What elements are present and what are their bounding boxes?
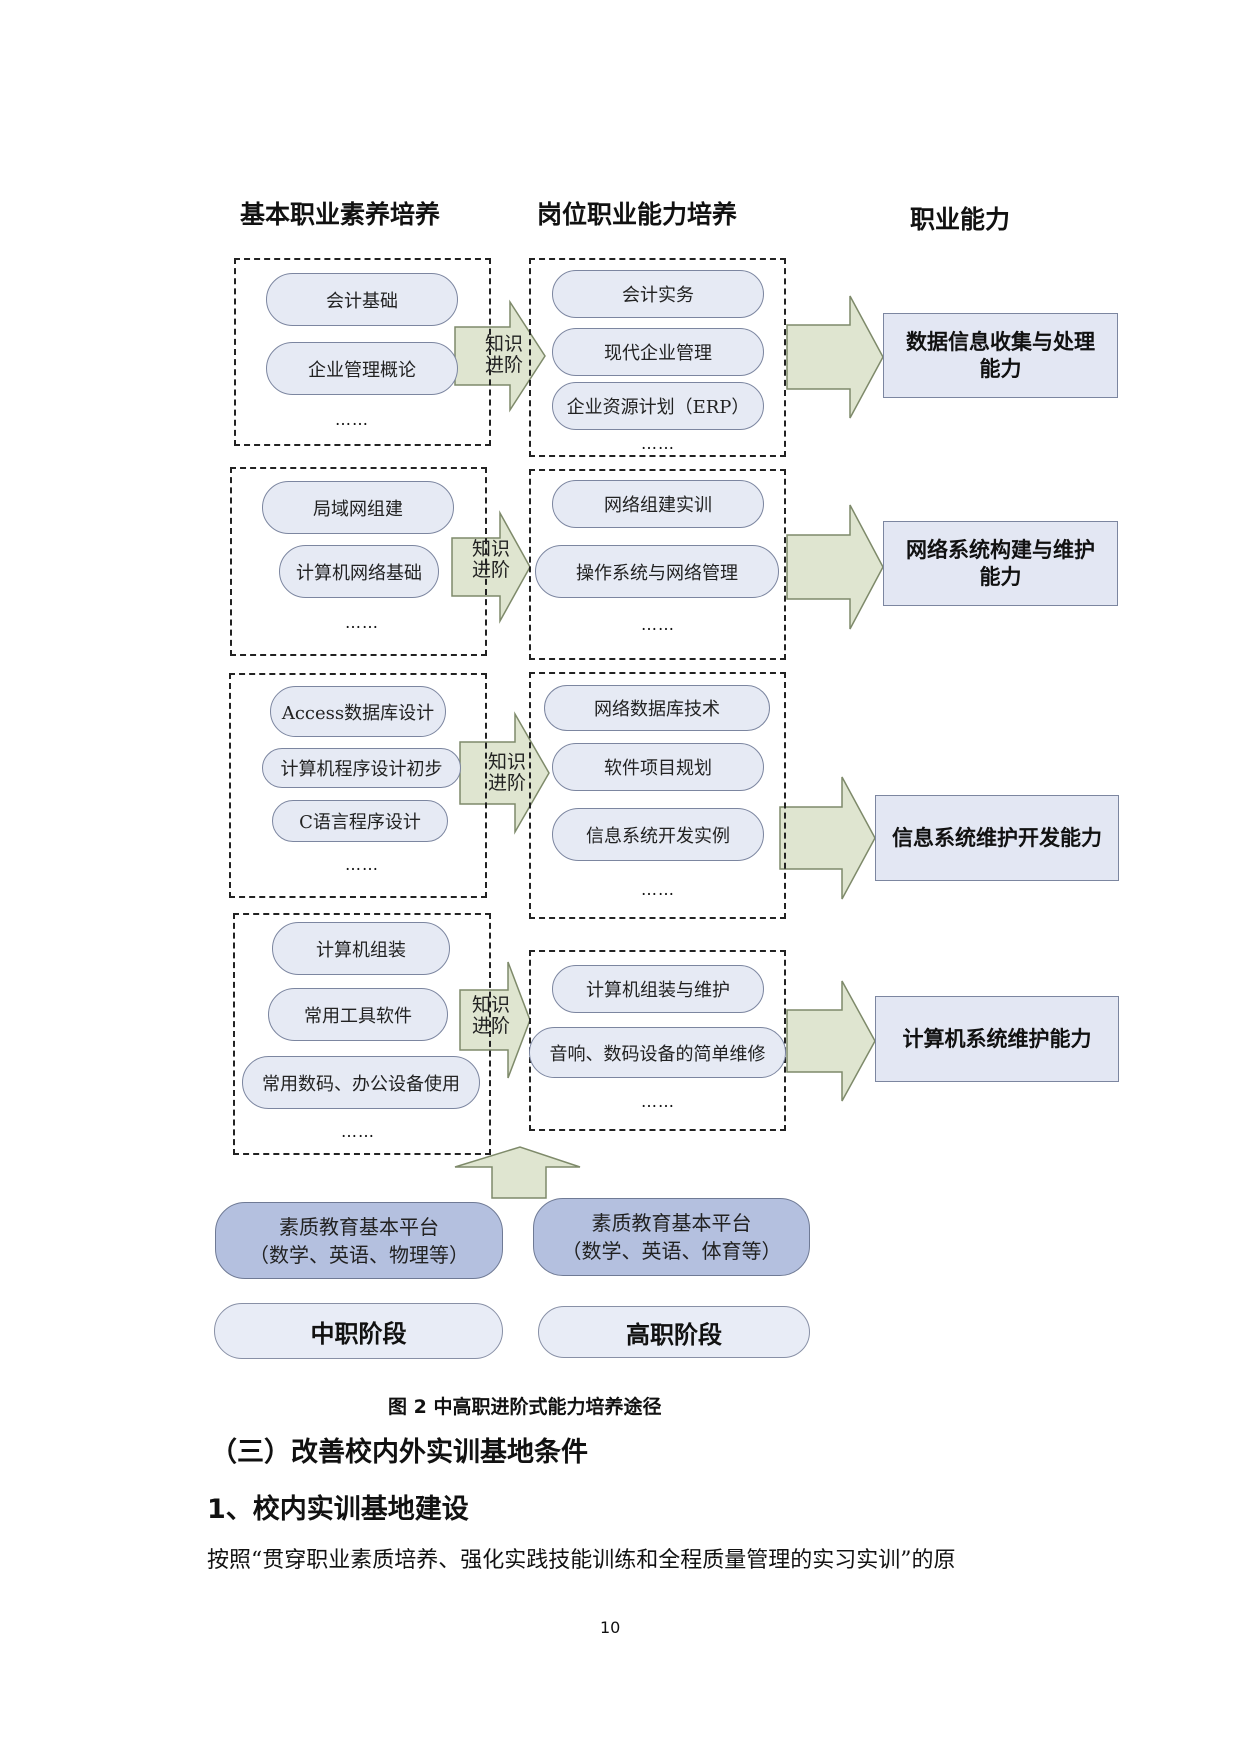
- basic-box-2: [230, 467, 487, 656]
- capability-box-2: 网络系统构建与维护能力: [883, 521, 1118, 606]
- post-box-2: [529, 469, 786, 660]
- capability-arrow-2: [786, 504, 884, 630]
- capability-arrow-3: [779, 776, 876, 900]
- heading-basic-literacy: 基本职业素养培养: [240, 200, 441, 229]
- section-heading: （三）改善校内外实训基地条件: [210, 1437, 588, 1468]
- course-pill: 现代企业管理: [552, 328, 764, 376]
- basic-box-4: [233, 913, 491, 1155]
- quality-platform-higher: 素质教育基本平台（数学、英语、体育等）: [533, 1198, 810, 1276]
- capability-box-4: 计算机系统维护能力: [875, 996, 1119, 1082]
- knowledge-arrow-2: [451, 510, 531, 624]
- post-box-4: [529, 950, 786, 1131]
- more-ellipsis: ……: [641, 615, 675, 634]
- post-box-1: [529, 258, 786, 457]
- quality-platform-secondary: 素质教育基本平台（数学、英语、物理等）: [215, 1202, 503, 1279]
- more-ellipsis: ……: [345, 613, 379, 632]
- capability-arrow-1: [786, 295, 884, 419]
- more-ellipsis: ……: [345, 855, 379, 874]
- course-pill: Access数据库设计: [270, 686, 446, 737]
- body-paragraph: 按照“贯穿职业素质培养、强化实践技能训练和全程质量管理的实习实训”的原: [207, 1548, 956, 1573]
- course-pill: 网络组建实训: [552, 480, 764, 528]
- more-ellipsis: ……: [641, 1092, 675, 1111]
- course-pill: 计算机程序设计初步: [262, 748, 461, 788]
- course-pill: 企业资源计划（ERP）: [552, 382, 764, 430]
- course-pill: 计算机组装与维护: [552, 965, 764, 1013]
- capability-box-1: 数据信息收集与处理能力: [883, 313, 1118, 398]
- knowledge-arrow-label: 知识进阶: [484, 333, 523, 376]
- post-box-3: [529, 672, 786, 919]
- page-number: 10: [600, 1618, 621, 1637]
- stage-higher-vocational: 高职阶段: [538, 1306, 810, 1358]
- course-pill: 信息系统开发实例: [552, 808, 764, 861]
- more-ellipsis: ……: [641, 434, 675, 453]
- course-pill: 常用数码、办公设备使用: [242, 1056, 480, 1109]
- course-pill: 会计实务: [552, 270, 764, 318]
- more-ellipsis: ……: [335, 410, 369, 429]
- knowledge-arrow-3: [459, 711, 550, 835]
- subsection-heading: 1、校内实训基地建设: [207, 1494, 469, 1525]
- knowledge-arrow-label: 知识进阶: [471, 538, 510, 581]
- course-pill: 计算机网络基础: [279, 545, 439, 598]
- platform-up-arrow: [454, 1146, 581, 1199]
- heading-post-ability: 岗位职业能力培养: [537, 200, 738, 229]
- capability-arrow-4: [786, 980, 876, 1102]
- course-pill: 音响、数码设备的简单维修: [529, 1027, 786, 1078]
- knowledge-arrow-label: 知识进阶: [487, 751, 526, 794]
- course-pill: 网络数据库技术: [544, 685, 770, 731]
- basic-box-1: [234, 258, 491, 446]
- course-pill: 企业管理概论: [266, 342, 458, 395]
- course-pill: C语言程序设计: [272, 800, 448, 842]
- knowledge-arrow-4: [459, 961, 531, 1079]
- figure-caption: 图 2 中高职进阶式能力培养途径: [388, 1396, 662, 1418]
- knowledge-arrow-1: [454, 299, 546, 413]
- more-ellipsis: ……: [341, 1122, 375, 1141]
- course-pill: 软件项目规划: [552, 743, 764, 791]
- basic-box-3: [229, 673, 487, 898]
- stage-secondary-vocational: 中职阶段: [214, 1303, 503, 1359]
- course-pill: 会计基础: [266, 273, 458, 326]
- course-pill: 常用工具软件: [268, 988, 448, 1041]
- capability-box-3: 信息系统维护开发能力: [875, 795, 1119, 881]
- heading-vocational-ability: 职业能力: [910, 205, 1011, 234]
- more-ellipsis: ……: [641, 880, 675, 899]
- course-pill: 计算机组装: [272, 922, 450, 975]
- course-pill: 操作系统与网络管理: [535, 545, 779, 598]
- knowledge-arrow-label: 知识进阶: [471, 994, 510, 1037]
- course-pill: 局域网组建: [262, 481, 454, 534]
